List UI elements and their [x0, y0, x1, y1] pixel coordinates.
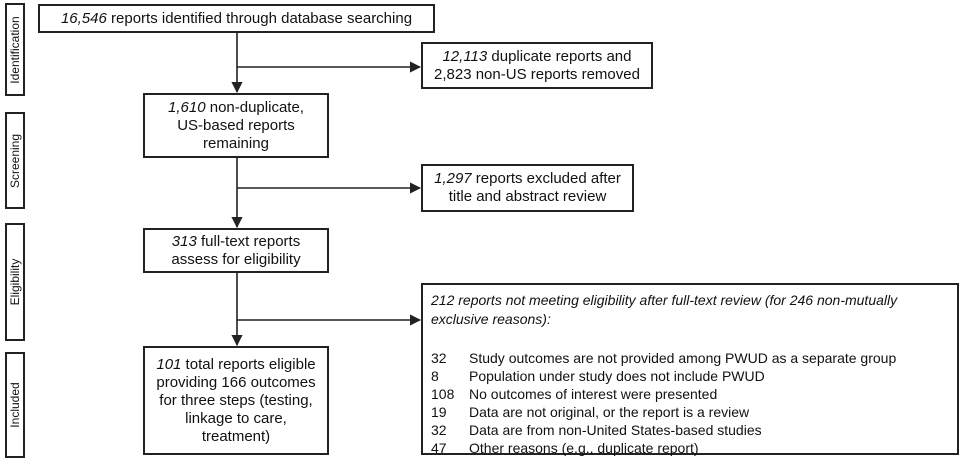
reason-item: 47 Other reasons (e.g., duplicate report…: [431, 439, 949, 457]
reason-text: Study outcomes are not provided among PW…: [469, 350, 897, 366]
reason-text: No outcomes of interest were presented: [469, 386, 718, 402]
stage-included: Included: [5, 352, 25, 458]
reason-text: Other reasons (e.g., duplicate report): [469, 440, 699, 456]
stage-identification: Identification: [5, 3, 25, 96]
reason-list: 32 Study outcomes are not provided among…: [431, 349, 949, 457]
reason-count: 32: [431, 350, 447, 366]
reason-item: 32 Data are from non-United States-based…: [431, 421, 949, 439]
box-identified: 16,546 reports identified through databa…: [38, 4, 435, 33]
reason-count: 32: [431, 422, 447, 438]
stage-eligibility: Eligibility: [5, 223, 25, 341]
reason-text: Population under study does not include …: [469, 368, 765, 384]
reason-item: 8 Population under study does not includ…: [431, 367, 949, 385]
reason-count: 108: [431, 386, 455, 402]
reason-count: 8: [431, 368, 439, 384]
reason-item: 32 Study outcomes are not provided among…: [431, 349, 949, 367]
reason-count: 47: [431, 440, 447, 456]
reason-item: 19 Data are not original, or the report …: [431, 403, 949, 421]
reason-text: Data are from non-United States-based st…: [469, 422, 762, 438]
reason-item: 108 No outcomes of interest were present…: [431, 385, 949, 403]
reason-text: Data are not original, or the report is …: [469, 404, 750, 420]
reason-count: 19: [431, 404, 447, 420]
stage-screening: Screening: [5, 112, 25, 209]
box-not-eligible: 212 reports not meeting eligibility afte…: [421, 283, 959, 457]
not-eligible-title: 212 reports not meeting eligibility afte…: [431, 292, 898, 327]
